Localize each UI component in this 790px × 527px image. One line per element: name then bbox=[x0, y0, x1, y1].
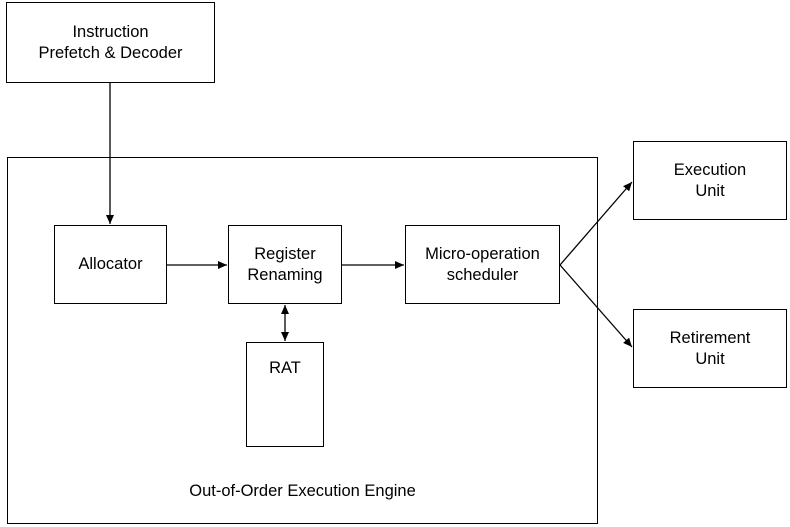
out-of-order-engine-container bbox=[7, 157, 598, 524]
retirement-unit-box: Retirement Unit bbox=[633, 309, 787, 388]
scheduler-label-line1: Micro-operation bbox=[425, 244, 540, 263]
register-renaming-label-line2: Renaming bbox=[247, 265, 323, 284]
micro-operation-scheduler-box: Micro-operation scheduler bbox=[405, 225, 560, 304]
register-renaming-label-line1: Register bbox=[254, 244, 316, 263]
retirement-unit-label-line2: Unit bbox=[695, 349, 725, 368]
out-of-order-engine-label: Out-of-Order Execution Engine bbox=[189, 482, 416, 500]
prefetch-decoder-label-line2: Prefetch & Decoder bbox=[38, 43, 183, 62]
retirement-unit-label-line1: Retirement bbox=[669, 328, 751, 347]
execution-unit-label-line2: Unit bbox=[695, 181, 725, 200]
execution-unit-label-line1: Execution bbox=[673, 160, 747, 179]
scheduler-label-line2: scheduler bbox=[446, 265, 519, 284]
prefetch-decoder-box: Instruction Prefetch & Decoder bbox=[6, 2, 215, 83]
allocator-box: Allocator bbox=[54, 225, 167, 304]
rat-box: RAT bbox=[246, 342, 324, 447]
allocator-label: Allocator bbox=[78, 255, 143, 273]
register-renaming-box: Register Renaming bbox=[228, 225, 342, 304]
execution-unit-box: Execution Unit bbox=[633, 141, 787, 220]
prefetch-decoder-label-line1: Instruction bbox=[72, 22, 149, 41]
rat-label: RAT bbox=[269, 359, 301, 377]
